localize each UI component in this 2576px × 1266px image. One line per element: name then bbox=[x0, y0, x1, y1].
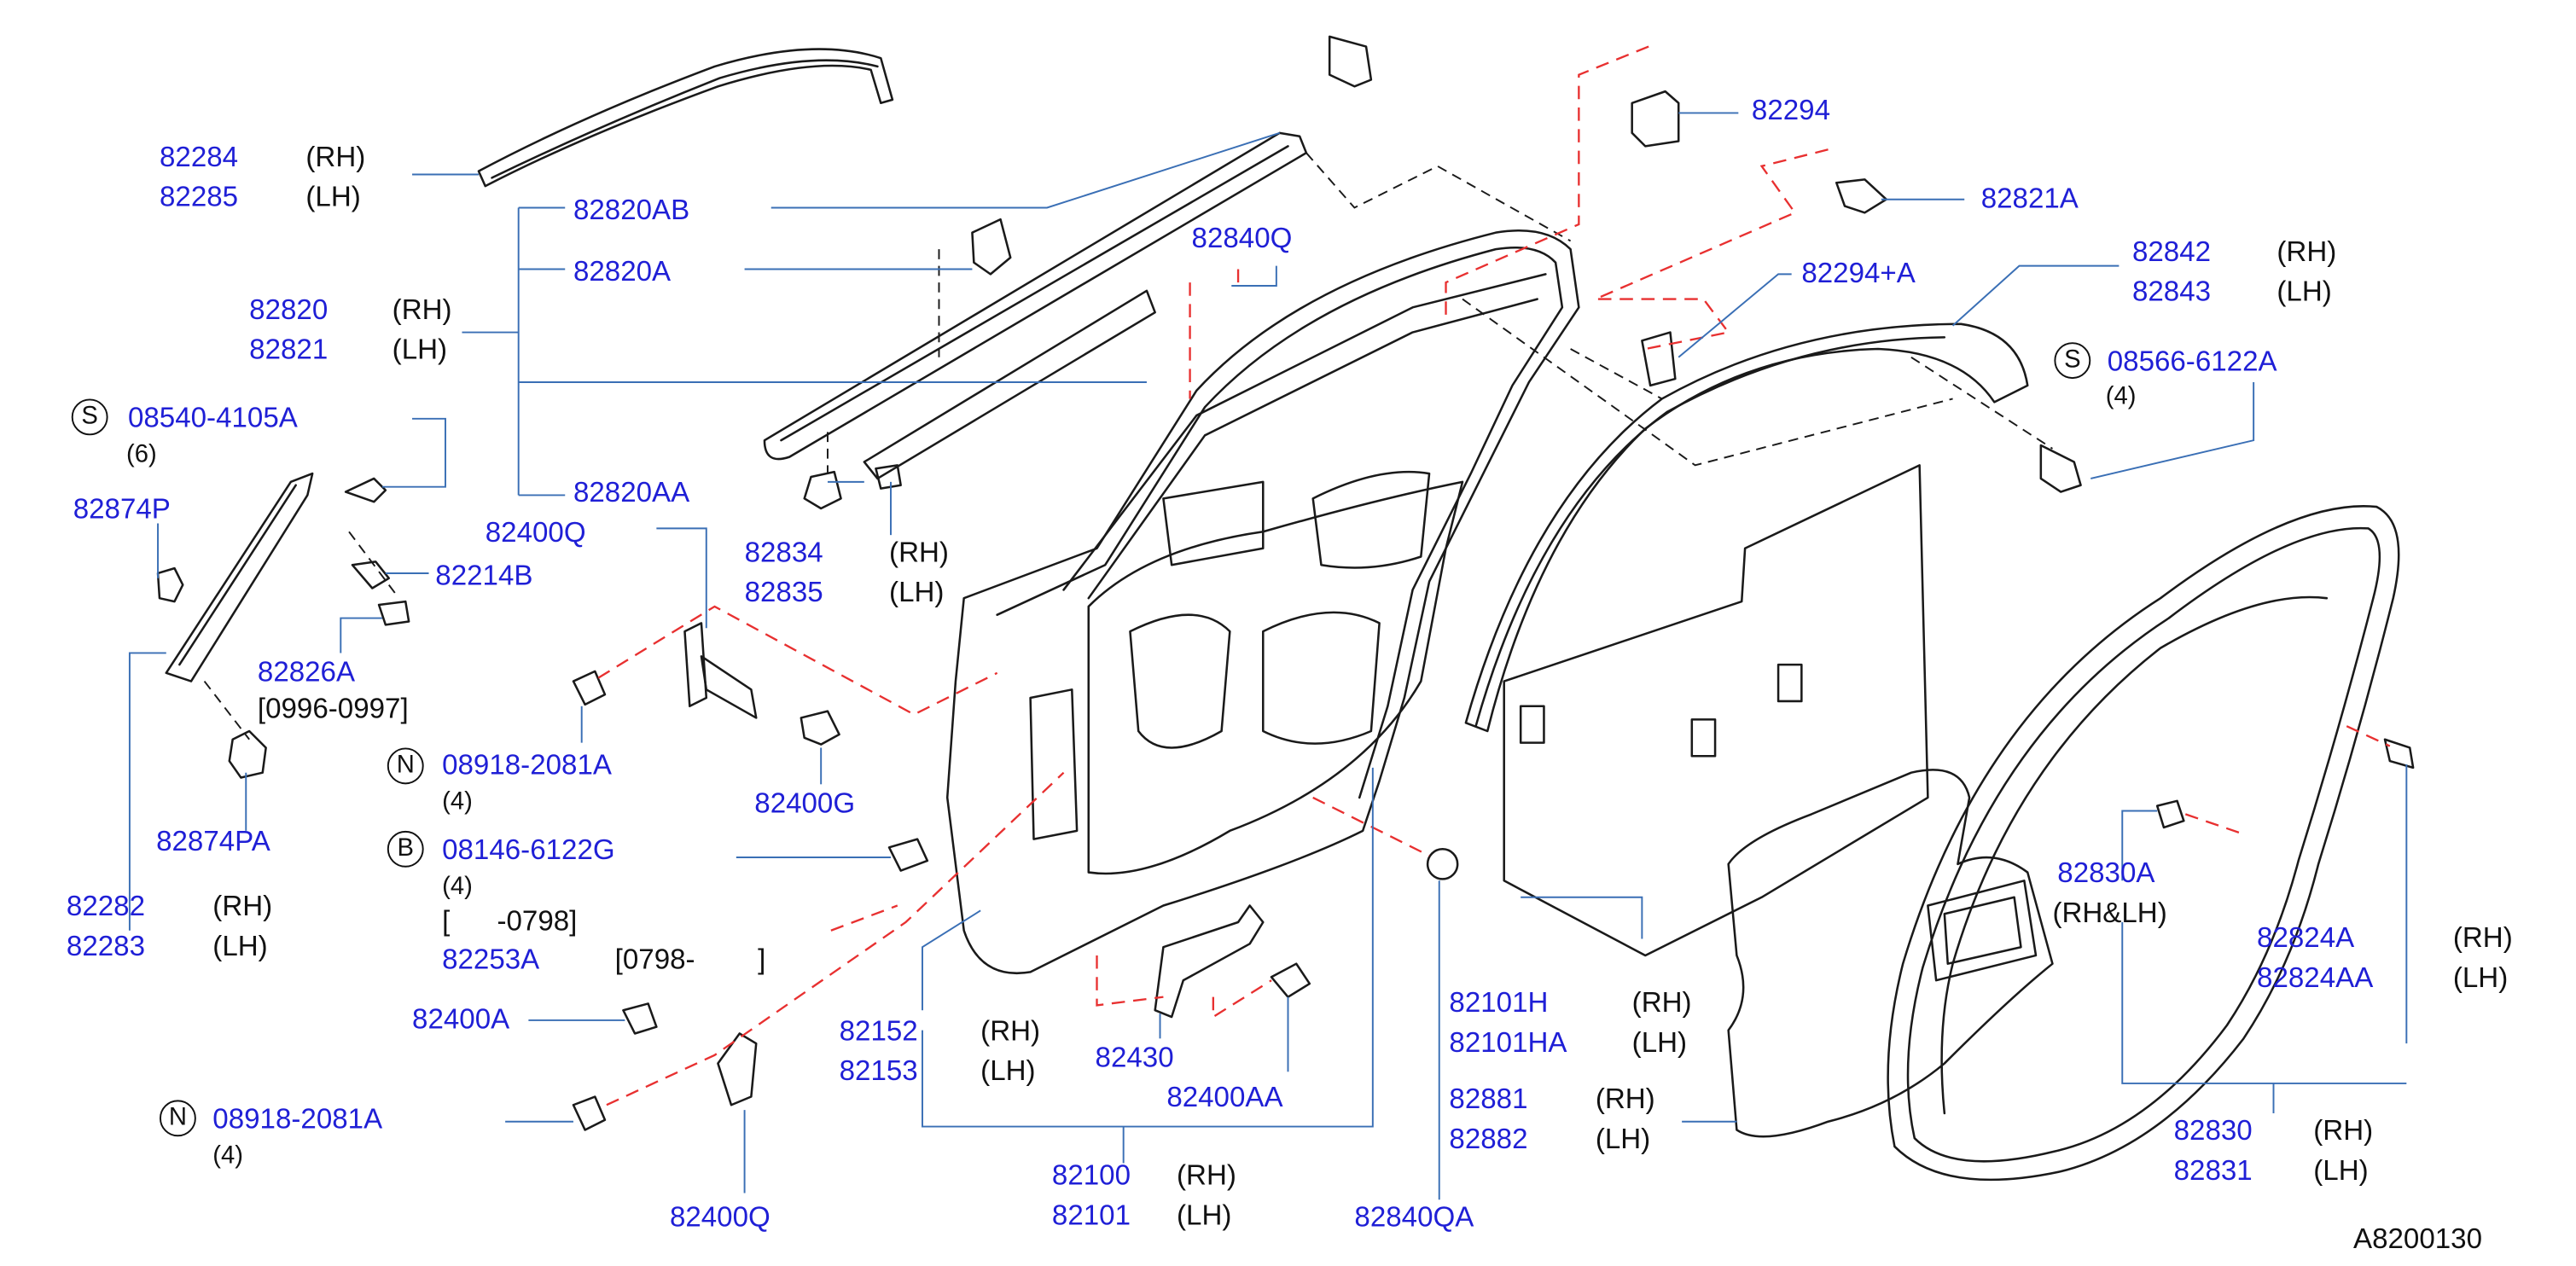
pad-part bbox=[1631, 90, 1887, 387]
diagram-code: A8200130 bbox=[2352, 1222, 2483, 1255]
part-number-82400A[interactable]: 82400A bbox=[412, 1003, 510, 1036]
nut-symbol-n: N bbox=[387, 747, 424, 785]
part-number-82874P[interactable]: 82874P bbox=[73, 493, 171, 526]
side-rh-label: (RH) bbox=[980, 1015, 1041, 1048]
sealing-screen-part bbox=[1503, 464, 1929, 957]
part-number-82430[interactable]: 82430 bbox=[1095, 1042, 1174, 1074]
side-lh-label: (LH) bbox=[305, 181, 361, 213]
part-number-82820A[interactable]: 82820A bbox=[573, 255, 672, 287]
part-number-08540-4105A[interactable]: 08540-4105A bbox=[127, 402, 298, 434]
part-number-82282[interactable]: 82282 bbox=[66, 890, 146, 922]
side-rh-label: (RH) bbox=[212, 890, 273, 922]
sash-weatherstrip-part bbox=[1464, 322, 2082, 733]
part-number-82824AA[interactable]: 82824AA bbox=[2257, 961, 2374, 994]
side-lh-label: (LH) bbox=[1631, 1026, 1688, 1059]
part-number-82285[interactable]: 82285 bbox=[159, 181, 239, 213]
side-both-label: (RH&LH) bbox=[2052, 897, 2167, 929]
part-number-08918-2081A[interactable]: 08918-2081A bbox=[212, 1103, 383, 1135]
part-number-82824A[interactable]: 82824A bbox=[2257, 921, 2355, 955]
date-range-label: [0996-0997] bbox=[257, 693, 409, 725]
part-number-08146-6122G[interactable]: 08146-6122G bbox=[442, 833, 615, 866]
part-number-82294[interactable]: 82294 bbox=[1751, 95, 1831, 127]
side-lh-label: (LH) bbox=[889, 576, 945, 608]
part-number-82830[interactable]: 82830 bbox=[2173, 1114, 2253, 1147]
side-lh-label: (LH) bbox=[2277, 276, 2332, 308]
part-number-82834[interactable]: 82834 bbox=[744, 537, 823, 569]
date-range-label: [ -0798] bbox=[442, 905, 578, 938]
window-moulding-part bbox=[763, 35, 1373, 510]
part-number-82826A[interactable]: 82826A bbox=[257, 656, 356, 688]
part-number-82253A[interactable]: 82253A bbox=[442, 944, 540, 976]
side-rh-label: (RH) bbox=[392, 293, 452, 326]
part-number-82830A[interactable]: 82830A bbox=[2057, 857, 2155, 890]
nut-symbol-n: N bbox=[159, 1100, 196, 1137]
part-number-82283[interactable]: 82283 bbox=[66, 930, 146, 962]
side-lh-label: (LH) bbox=[392, 334, 448, 366]
part-number-82881[interactable]: 82881 bbox=[1449, 1083, 1528, 1115]
side-lh-label: (LH) bbox=[1595, 1123, 1651, 1155]
part-number-82831[interactable]: 82831 bbox=[2173, 1154, 2253, 1187]
part-number-82400G[interactable]: 82400G bbox=[754, 787, 856, 820]
pillar-garnish-part bbox=[156, 472, 410, 779]
side-rh-label: (RH) bbox=[2452, 921, 2513, 955]
side-lh-label: (LH) bbox=[1176, 1199, 1232, 1232]
part-number-82882[interactable]: 82882 bbox=[1449, 1123, 1528, 1155]
part-number-82400Q[interactable]: 82400Q bbox=[669, 1201, 770, 1234]
part-number-82101H[interactable]: 82101H bbox=[1449, 986, 1549, 1019]
part-number-82100[interactable]: 82100 bbox=[1051, 1159, 1131, 1192]
part-number-82820AA[interactable]: 82820AA bbox=[573, 477, 690, 509]
screw-symbol-s: S bbox=[71, 398, 108, 436]
screw-symbol-s: S bbox=[2054, 342, 2091, 380]
part-number-82840QA[interactable]: 82840QA bbox=[1354, 1201, 1474, 1234]
side-rh-label: (RH) bbox=[2313, 1114, 2374, 1147]
part-number-82214B[interactable]: 82214B bbox=[435, 560, 533, 592]
side-lh-label: (LH) bbox=[2313, 1154, 2369, 1187]
quantity-label: (4) bbox=[442, 787, 473, 816]
door-trim-part bbox=[1727, 769, 2054, 1138]
part-number-82842[interactable]: 82842 bbox=[2131, 235, 2212, 268]
side-rh-label: (RH) bbox=[889, 537, 949, 569]
part-number-82400AA[interactable]: 82400AA bbox=[1166, 1081, 1283, 1113]
side-rh-label: (RH) bbox=[1176, 1159, 1236, 1192]
part-number-82840Q[interactable]: 82840Q bbox=[1191, 222, 1293, 255]
part-number-82821A[interactable]: 82821A bbox=[1980, 183, 2079, 215]
part-number-82101[interactable]: 82101 bbox=[1051, 1199, 1131, 1232]
quantity-label: (4) bbox=[212, 1141, 244, 1170]
part-number-82101HA[interactable]: 82101HA bbox=[1449, 1026, 1567, 1059]
part-number-82153[interactable]: 82153 bbox=[839, 1054, 918, 1087]
side-lh-label: (LH) bbox=[212, 930, 268, 962]
side-rh-label: (RH) bbox=[1631, 986, 1692, 1019]
door-weatherstrip-part bbox=[1887, 505, 2415, 1182]
door-panel-part bbox=[945, 229, 1580, 974]
side-lh-label: (LH) bbox=[2452, 961, 2509, 994]
side-lh-label: (LH) bbox=[980, 1054, 1036, 1087]
part-number-82835[interactable]: 82835 bbox=[744, 576, 823, 608]
part-number-82152[interactable]: 82152 bbox=[839, 1015, 918, 1048]
belt-moulding-part bbox=[477, 48, 894, 188]
part-number-82400Q[interactable]: 82400Q bbox=[485, 516, 586, 549]
date-range-label: [0798- ] bbox=[614, 944, 766, 976]
part-number-82294-plus-A[interactable]: 82294+A bbox=[1801, 257, 1916, 289]
part-number-82874PA[interactable]: 82874PA bbox=[156, 826, 270, 858]
bolt-symbol-b: B bbox=[387, 830, 424, 868]
side-rh-label: (RH) bbox=[1595, 1083, 1655, 1115]
part-number-08566-6122A[interactable]: 08566-6122A bbox=[2107, 346, 2277, 378]
quantity-label: (6) bbox=[126, 440, 157, 469]
door-handle-part bbox=[1154, 848, 1459, 1019]
quantity-label: (4) bbox=[2105, 381, 2137, 411]
part-number-82284[interactable]: 82284 bbox=[159, 141, 239, 173]
side-rh-label: (RH) bbox=[305, 141, 366, 173]
part-number-08918-2081A[interactable]: 08918-2081A bbox=[442, 749, 612, 781]
side-rh-label: (RH) bbox=[2277, 235, 2337, 268]
part-number-82820[interactable]: 82820 bbox=[249, 293, 329, 326]
part-number-82843[interactable]: 82843 bbox=[2131, 276, 2212, 308]
quantity-label: (4) bbox=[442, 872, 473, 901]
part-number-82821[interactable]: 82821 bbox=[249, 334, 329, 366]
door-hinge-part bbox=[572, 622, 929, 1131]
part-number-82820AB[interactable]: 82820AB bbox=[573, 194, 690, 226]
